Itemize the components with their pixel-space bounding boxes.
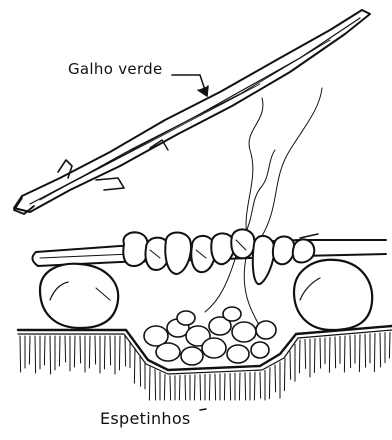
left-stone xyxy=(40,264,118,328)
soil-hatch-line xyxy=(179,375,180,400)
soil-hatch-line xyxy=(29,336,30,364)
soil-hatch-line xyxy=(314,339,315,373)
pit-coals xyxy=(144,307,276,365)
right-stone xyxy=(294,260,372,330)
soil-hatch-line xyxy=(125,336,126,366)
soil-hatch-line xyxy=(215,374,216,400)
soil-hatch-line xyxy=(89,336,90,368)
soil-hatch-line xyxy=(149,367,150,400)
soil-hatch-line xyxy=(239,373,240,400)
branch-leader-line xyxy=(172,75,208,96)
soil-hatch-line xyxy=(329,337,330,372)
soil-hatch-line xyxy=(224,374,225,400)
soil-hatch-line xyxy=(134,348,135,383)
soil-hatch-line xyxy=(155,370,156,401)
skewer-meat-pieces xyxy=(123,229,318,284)
soil-hatch-line xyxy=(44,336,45,365)
soil-hatch-line xyxy=(170,376,171,400)
green-branch xyxy=(14,10,370,214)
soil-hatch-line xyxy=(95,336,96,364)
soil-hatch-line xyxy=(230,373,231,400)
soil-hatch-line xyxy=(20,336,21,372)
soil-hatch-line xyxy=(305,339,306,368)
soil-hatch-line xyxy=(389,332,390,358)
soil-hatch-line xyxy=(275,365,276,392)
soil-hatch-line xyxy=(200,375,201,400)
soil-hatch-line xyxy=(164,375,165,401)
soil-hatch-line xyxy=(350,336,351,368)
soil-hatch-line xyxy=(320,338,321,368)
soil-hatch-line xyxy=(59,336,60,366)
soil-hatch-line xyxy=(365,334,366,367)
soil-hatch-line xyxy=(245,373,246,400)
soil-hatch-line xyxy=(254,372,255,400)
soil-hatch-line xyxy=(335,337,336,368)
soil-hatch-line xyxy=(80,336,81,363)
soil-hatch-line xyxy=(359,335,360,372)
soil-hatch-line xyxy=(119,336,120,370)
soil-hatch-line xyxy=(35,336,36,373)
label-tick-mark xyxy=(200,409,206,410)
soil-hatch-line xyxy=(269,368,270,399)
soil-hatch-line xyxy=(50,336,51,374)
soil-hatch-line xyxy=(284,359,285,391)
soil-hatch-line xyxy=(110,336,111,365)
soil-hatch-line xyxy=(194,375,195,400)
soil-hatch-line xyxy=(140,355,141,386)
soil-hatch-line xyxy=(260,372,261,398)
soil-hatch-line xyxy=(104,336,105,369)
soil-hatch-line xyxy=(209,374,210,400)
soil-hatch-line xyxy=(74,336,75,367)
soil-hatch-line xyxy=(65,336,66,362)
soil-hatch-line xyxy=(374,333,375,371)
label-espetinhos: Espetinhos xyxy=(100,409,191,428)
soil-hatch-line xyxy=(290,351,291,379)
soil-hatch-line xyxy=(185,375,186,400)
label-galho-verde: Galho verde xyxy=(68,60,163,78)
soil-hatch-line xyxy=(299,340,300,373)
soil-hatch-line xyxy=(380,333,381,367)
soil-hatch-line xyxy=(344,336,345,372)
